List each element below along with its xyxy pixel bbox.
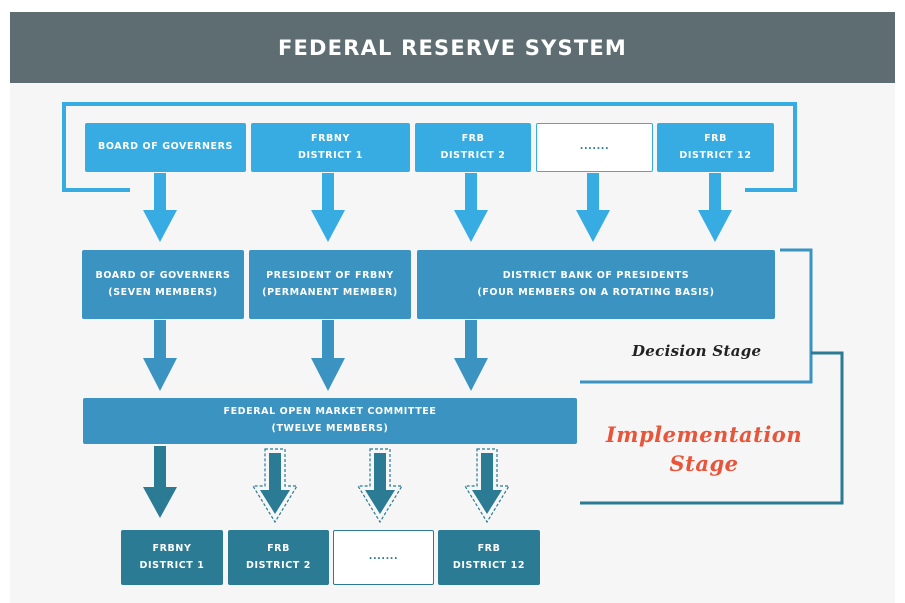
dashed-arrow-1 <box>251 448 299 524</box>
row2-president-line2: (PERMANENT MEMBER) <box>262 286 398 298</box>
row2-district-line2: (FOUR MEMBERS ON A ROTATING BASIS) <box>477 286 715 298</box>
row1-frb2-line1: FRB <box>461 132 485 144</box>
row4-frb12-line1: FRB <box>477 542 501 554</box>
dashed-arrow-3 <box>463 448 511 524</box>
row4-ellipsis-box: ....... <box>333 530 434 585</box>
row4-frb12-line2: DISTRICT 12 <box>452 559 526 571</box>
row1-ellipsis: ....... <box>579 141 610 153</box>
arrow-down-6 <box>143 320 177 391</box>
row1-frbny-line1: FRBNY <box>311 132 350 144</box>
arrow-down-3 <box>454 173 488 242</box>
row1-frbny-line2: DISTRICT 1 <box>298 149 363 161</box>
arrow-down-4 <box>576 173 610 242</box>
dashed-arrow-2 <box>356 448 404 524</box>
row2-president-line1: PRESIDENT OF FRBNY <box>266 269 394 281</box>
arrow-down-8 <box>454 320 488 391</box>
row2-board-line2: (SEVEN MEMBERS) <box>108 286 218 298</box>
arrow-down-1 <box>143 173 177 242</box>
arrow-down-2 <box>311 173 345 242</box>
implementation-stage-bracket <box>580 351 844 505</box>
diagram-title: FEDERAL RESERVE SYSTEM <box>277 35 628 60</box>
row2-district-bank-presidents: DISTRICT BANK OF PRESIDENTS (FOUR MEMBER… <box>417 250 775 319</box>
row1-frb2-line2: DISTRICT 2 <box>440 149 506 161</box>
row1-frb12-line1: FRB <box>704 132 727 144</box>
row1-board-of-governors: BOARD OF GOVERNERS <box>85 123 246 172</box>
row2-president-frbny: PRESIDENT OF FRBNY (PERMANENT MEMBER) <box>249 250 411 319</box>
row1-frbny-district-1: FRBNY DISTRICT 1 <box>251 123 410 172</box>
row1-frb-district-12: FRB DISTRICT 12 <box>657 123 774 172</box>
fomc-line1: FEDERAL OPEN MARKET COMMITTEE <box>223 406 437 418</box>
row4-frb-district-2: FRB DISTRICT 2 <box>228 530 329 585</box>
row4-frbny-line2: DISTRICT 1 <box>139 559 205 571</box>
title-banner: FEDERAL RESERVE SYSTEM <box>10 12 895 83</box>
arrow-down-5 <box>698 173 732 242</box>
row1-bracket <box>62 102 797 192</box>
arrow-down-7 <box>311 320 345 391</box>
row4-frbny-line1: FRBNY <box>152 542 192 554</box>
row4-ellipsis: ....... <box>368 551 399 563</box>
row1-ellipsis-box: ....... <box>536 123 653 172</box>
row2-district-line1: DISTRICT BANK OF PRESIDENTS <box>502 269 690 281</box>
row4-frb-district-12: FRB DISTRICT 12 <box>438 530 540 585</box>
implementation-stage-label: Implementation Stage <box>598 420 810 479</box>
row1-frb-district-2: FRB DISTRICT 2 <box>415 123 531 172</box>
decision-stage-label: Decision Stage <box>632 342 762 360</box>
implementation-stage-line2: Stage <box>669 451 739 477</box>
decision-stage-bracket <box>580 248 813 384</box>
row4-frb2-line1: FRB <box>267 542 290 554</box>
row2-board-line1: BOARD OF GOVERNERS <box>95 269 231 281</box>
arrow-down-9 <box>143 446 177 518</box>
fomc-line2: (TWELVE MEMBERS) <box>271 423 389 434</box>
row2-board-of-governors: BOARD OF GOVERNERS (SEVEN MEMBERS) <box>82 250 244 319</box>
fomc-box: FEDERAL OPEN MARKET COMMITTEE (TWELVE ME… <box>83 398 577 444</box>
row1-frb12-line2: DISTRICT 12 <box>679 149 752 161</box>
row4-frb2-line2: DISTRICT 2 <box>246 559 311 571</box>
row4-frbny-district-1: FRBNY DISTRICT 1 <box>121 530 223 585</box>
implementation-stage-line1: Implementation <box>605 422 803 447</box>
row1-board-line1: BOARD OF GOVERNERS <box>98 141 233 153</box>
